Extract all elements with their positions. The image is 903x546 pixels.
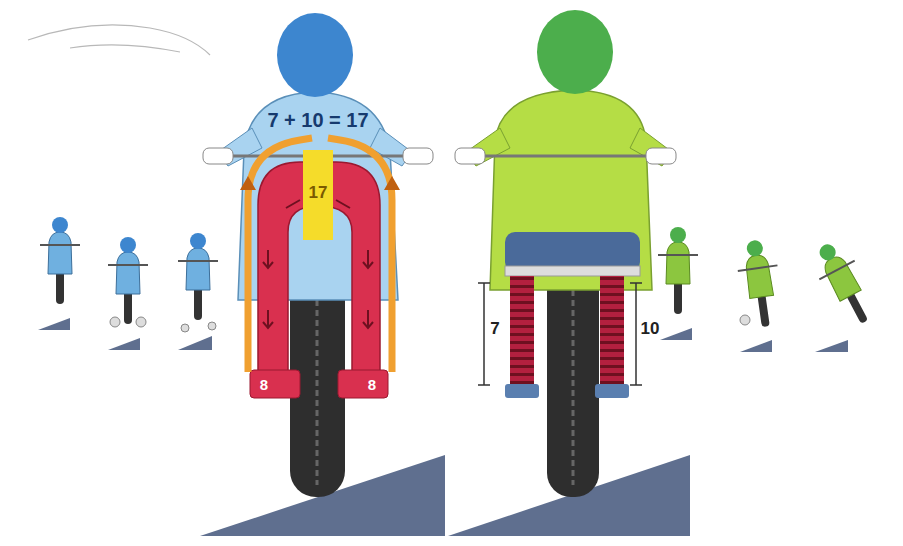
green-rider <box>455 10 676 497</box>
value-label: 7 + 10 = 17 <box>267 110 368 130</box>
value-label: 10 <box>641 320 660 337</box>
value-label: 17 <box>309 184 328 201</box>
pencil-sketch <box>28 25 210 55</box>
value-label: 7 <box>490 320 499 337</box>
value-label: 8 <box>260 377 268 392</box>
small-green-riders <box>658 227 882 352</box>
small-blue-riders <box>38 217 218 350</box>
value-label: 8 <box>368 377 376 392</box>
blue-rider <box>203 13 433 497</box>
